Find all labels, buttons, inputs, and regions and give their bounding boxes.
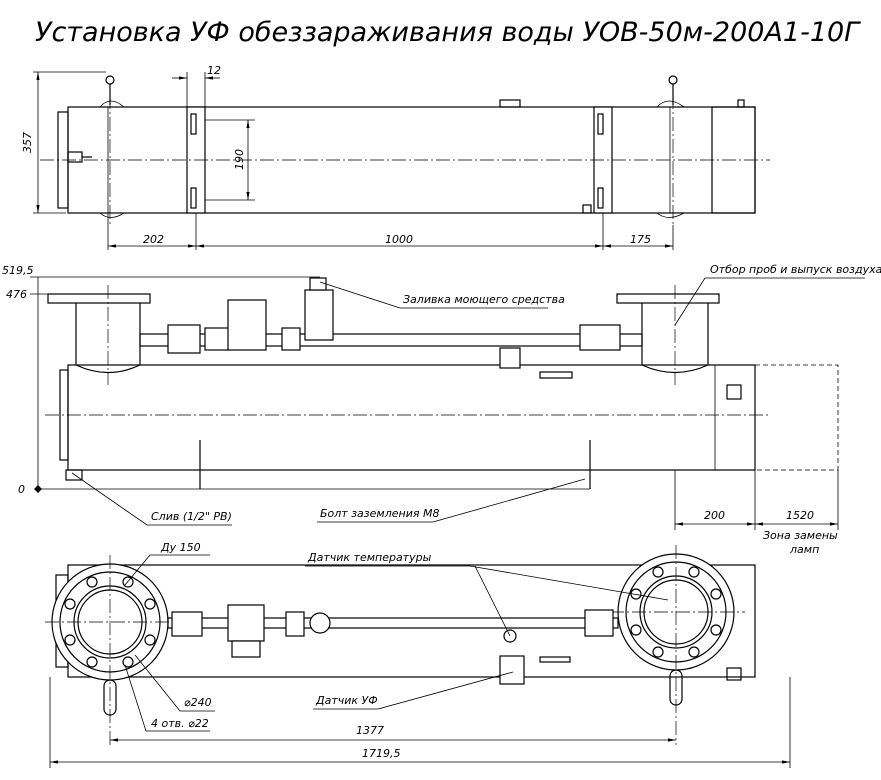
label-ground-bolt: Болт заземления М8 xyxy=(320,507,439,520)
fill-valve xyxy=(304,289,334,341)
bypass-pipe-bottom xyxy=(167,617,619,629)
bypass-pipe xyxy=(139,333,643,347)
dim-right: 175 xyxy=(630,233,651,246)
connector-box xyxy=(726,384,742,400)
temp-sensor-side xyxy=(499,347,521,369)
dim-middle: 1000 xyxy=(385,233,413,246)
dim-clamp-width: 12 xyxy=(207,64,221,77)
dim-end-clearance: 200 xyxy=(704,509,725,522)
dim-zero: 0 xyxy=(18,483,25,496)
side-view: 519,5 476 0 Заливка моющего средства Отб… xyxy=(2,263,881,556)
label-nominal-diameter: Ду 150 xyxy=(160,541,201,554)
label-uv-sensor: Датчик УФ xyxy=(315,694,378,707)
uv-sensor-bottom xyxy=(499,655,525,685)
dim-height: 357 xyxy=(21,132,34,153)
dim-top-level: 519,5 xyxy=(2,264,34,277)
lifting-eye-icon xyxy=(669,669,683,706)
label-lamp-zone-1: Зона замены xyxy=(763,529,838,542)
label-lamp-zone-2: ламп xyxy=(789,543,819,556)
bottom-view: Ду 150 Датчик температуры ⌀240 4 отв. ⌀2… xyxy=(45,541,791,768)
dim-clamp-span: 190 xyxy=(233,149,246,170)
dim-flange-level: 476 xyxy=(6,288,27,301)
label-holes: 4 отв. ⌀22 xyxy=(151,717,209,730)
drawing-title: Установка УФ обеззараживания воды УОВ-50… xyxy=(35,17,861,48)
dim-lamp-zone: 1520 xyxy=(786,509,814,522)
label-detergent-fill: Заливка моющего средства xyxy=(403,293,565,306)
lifting-eye-icon xyxy=(103,679,117,716)
solenoid-valve xyxy=(227,299,267,351)
outlet-flange xyxy=(616,293,720,304)
lamp-replacement-zone xyxy=(754,364,839,471)
solenoid-valve-bottom xyxy=(227,604,265,642)
dim-inlet-spacing: 1377 xyxy=(356,724,384,737)
inlet-flange xyxy=(47,293,151,304)
label-drain: Слив (1/2" РВ) xyxy=(151,510,232,523)
label-temp-sensor: Датчик температуры xyxy=(307,551,432,564)
dim-left: 202 xyxy=(143,233,164,246)
label-flange-diameter: ⌀240 xyxy=(184,696,212,709)
label-sampling: Отбор проб и выпуск воздуха xyxy=(710,263,881,276)
reactor-body-side xyxy=(67,364,756,471)
dim-overall-length: 1719,5 xyxy=(362,747,401,760)
top-view: 357 12 190 202 1000 175 xyxy=(21,64,770,250)
